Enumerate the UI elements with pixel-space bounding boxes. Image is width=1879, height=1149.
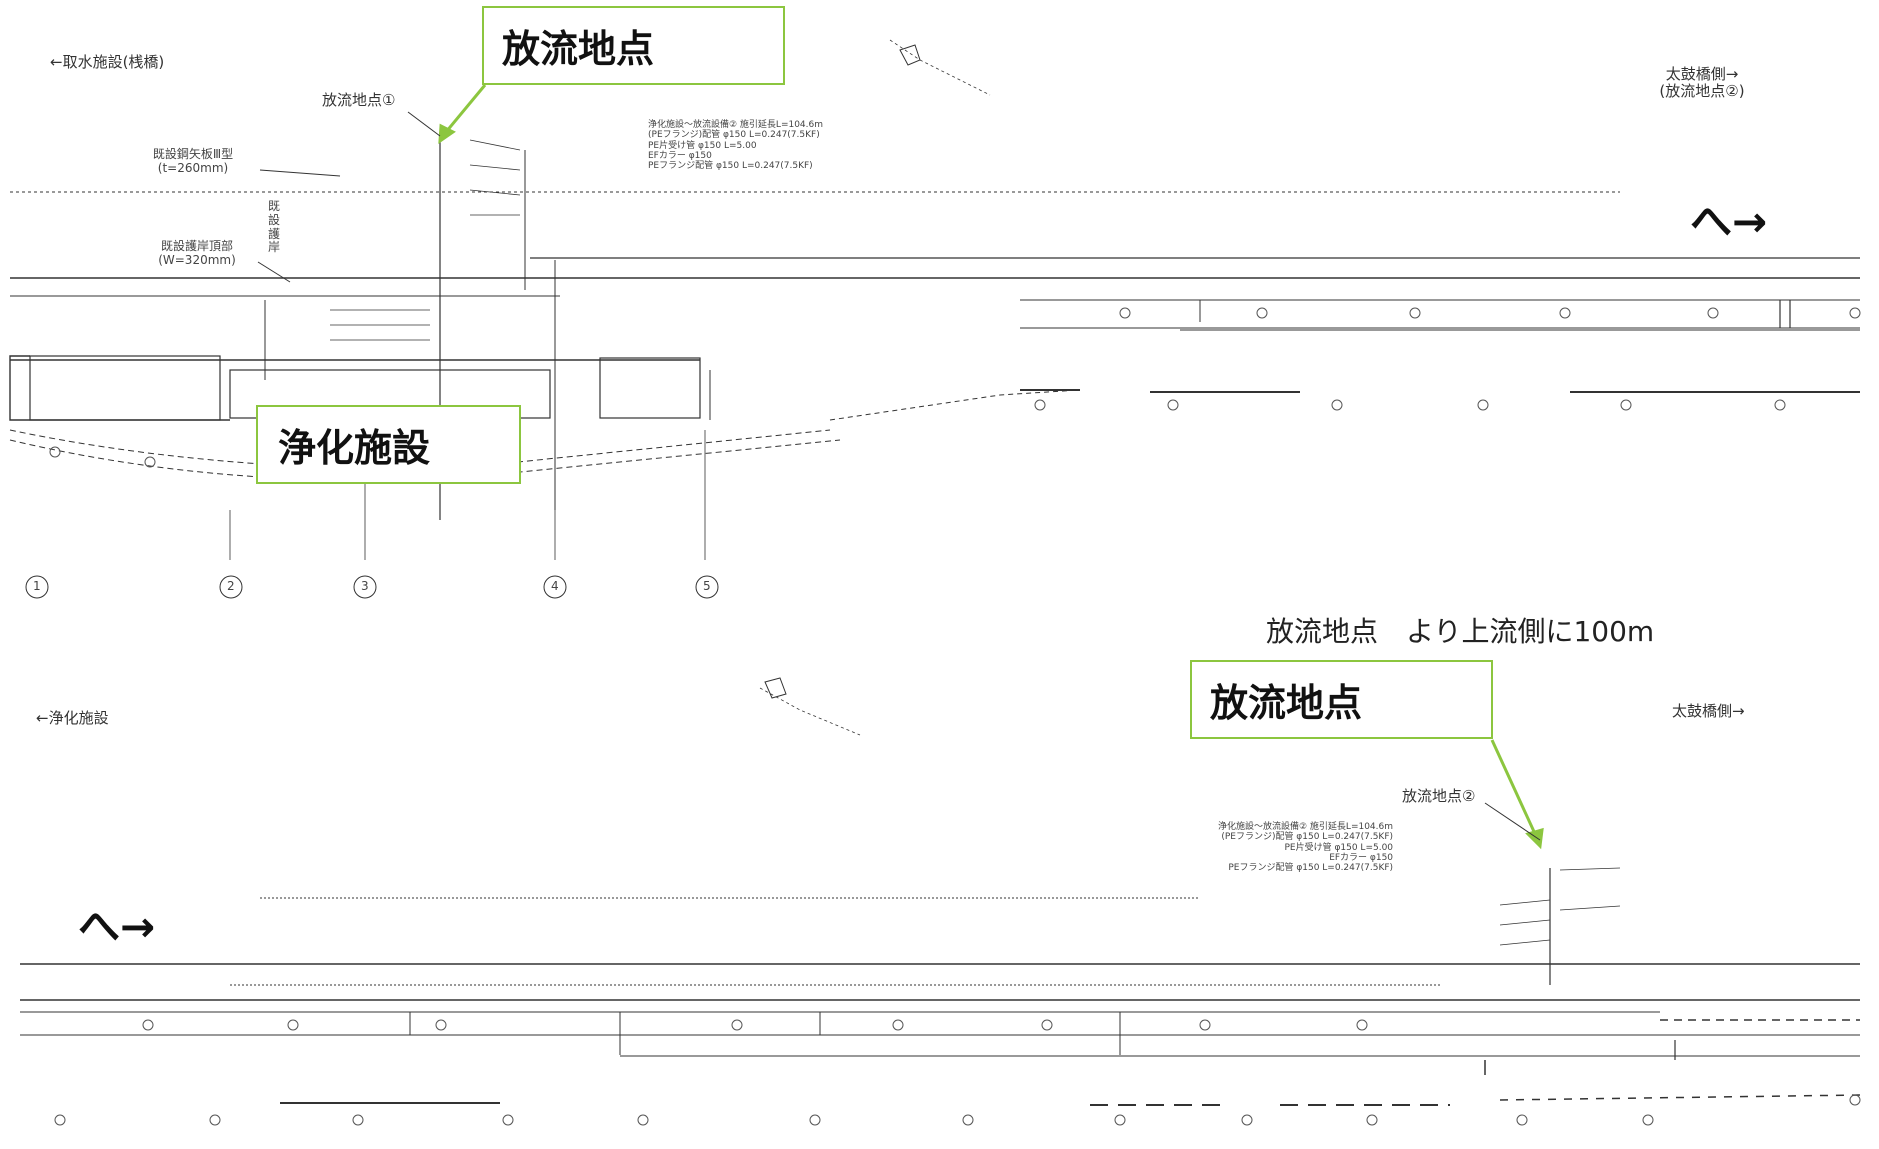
callout-outfall-top: 放流地点 <box>482 6 785 85</box>
leader-lines <box>257 111 1541 841</box>
pipe-spec-line: (PEフランジ)配管 φ150 L=0.247(7.5KF) <box>648 130 820 141</box>
callout-arrows <box>438 84 1544 850</box>
top-left-direction-label: ←取水施設(桟橋) <box>50 53 165 71</box>
bottom-direction-arrow: へ→ <box>78 902 156 951</box>
top-pipe-spec: 浄化施設～放流設備② 施引延長L=104.6m (PEフランジ)配管 φ150 … <box>648 120 823 172</box>
top-direction-arrow: へ→ <box>1690 197 1768 246</box>
bottom-pipe-spec: 浄化施設～放流設備② 施引延長L=104.6m (PEフランジ)配管 φ150 … <box>1218 822 1393 874</box>
callout-outfall-bottom-text: 放流地点 <box>1210 681 1363 725</box>
pipe-spec-line: 浄化施設～放流設備② 施引延長L=104.6m <box>1218 822 1394 832</box>
pipe-spec-line: EFカラー φ150 <box>648 151 712 162</box>
sheet-pile-label: 既設鋼矢板Ⅲ型 (t=260mm) <box>128 147 258 176</box>
callout-facility-text: 浄化施設 <box>278 426 431 470</box>
callout-outfall-top-text: 放流地点 <box>502 27 655 71</box>
revetment-line1: 既設護岸頂部 <box>160 239 233 253</box>
top-trees <box>49 307 1861 468</box>
callout-purification-facility: 浄化施設 <box>256 405 521 484</box>
bottom-trees <box>54 1019 1861 1126</box>
bottom-left-direction-label: ←浄化施設 <box>36 709 109 727</box>
outfall-point-2-label: 放流地点② <box>1402 787 1476 805</box>
bottom-plan <box>20 677 1861 1106</box>
upstream-note: 放流地点 より上流側に100m <box>1266 615 1655 648</box>
station-circle <box>353 575 377 599</box>
bottom-right-direction-label: 太鼓橋側→ <box>1672 702 1745 720</box>
pipe-spec-line: (PEフランジ)配管 φ150 L=0.247(7.5KF) <box>1221 832 1394 843</box>
top-right-direction-line1: 太鼓橋側→ <box>1665 65 1739 83</box>
station-circle <box>695 575 719 599</box>
pipe-spec-line: PEフランジ配管 φ150 L=0.247(7.5KF) <box>648 161 813 172</box>
revetment-top-label: 既設護岸頂部 (W=320mm) <box>142 239 252 268</box>
station-markers <box>25 575 719 599</box>
sheet-pile-line1: 既設鋼矢板Ⅲ型 <box>152 147 234 161</box>
station-circle <box>25 575 49 599</box>
sheet-pile-line2: (t=260mm) <box>157 160 229 175</box>
station-number: 5 <box>703 579 711 593</box>
top-right-direction-label: 太鼓橋側→ (放流地点②) <box>1632 66 1772 99</box>
station-number: 3 <box>361 579 369 593</box>
pipe-spec-line: PE片受け管 φ150 L=5.00 <box>648 140 757 151</box>
outfall-point-1-label: 放流地点① <box>322 91 396 109</box>
station-number: 4 <box>551 579 559 593</box>
pipe-spec-line: PE片受け管 φ150 L=5.00 <box>1284 842 1394 853</box>
station-circle <box>219 575 243 599</box>
station-number: 1 <box>33 579 41 593</box>
pipe-spec-line: 浄化施設～放流設備② 施引延長L=104.6m <box>648 120 824 130</box>
station-circle <box>543 575 567 599</box>
callout-outfall-bottom: 放流地点 <box>1190 660 1493 739</box>
revetment-line2: (W=320mm) <box>158 252 236 267</box>
top-right-direction-line2: (放流地点②) <box>1659 81 1745 100</box>
vertical-revetment-label: 既設護岸 <box>268 199 281 255</box>
station-number: 2 <box>227 579 235 593</box>
pipe-spec-line: PEフランジ配管 φ150 L=0.247(7.5KF) <box>1228 863 1394 874</box>
pipe-spec-line: EFカラー φ150 <box>1329 853 1394 864</box>
